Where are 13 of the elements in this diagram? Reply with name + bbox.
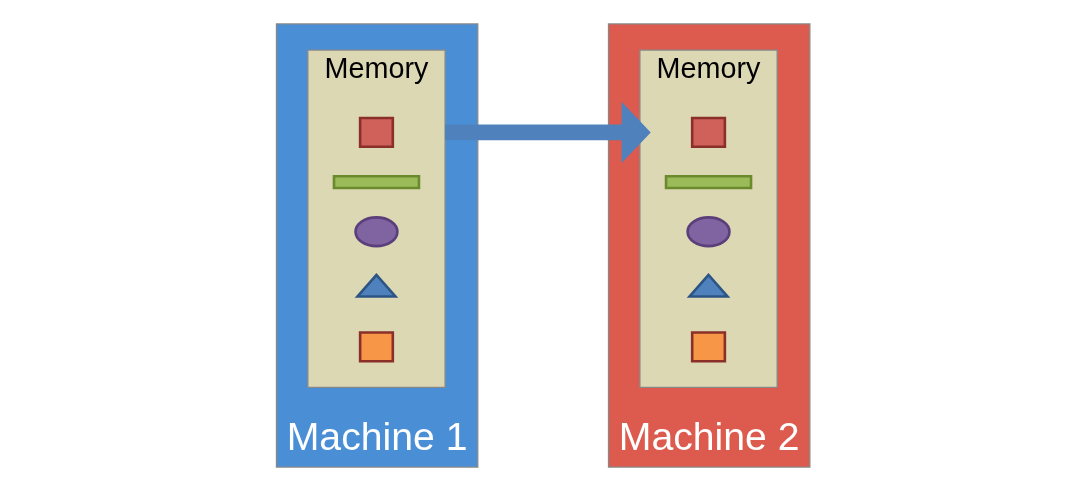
arrow xyxy=(445,101,651,163)
node-ellipse xyxy=(686,216,731,248)
node-ellipse xyxy=(354,216,399,248)
cluster: Memory xyxy=(307,49,446,388)
node-triangle xyxy=(354,272,399,298)
node-bar xyxy=(332,174,421,190)
node-box xyxy=(358,116,395,149)
node-box xyxy=(358,331,395,363)
node-box xyxy=(690,116,727,149)
cluster: Memory xyxy=(639,49,778,388)
node-bar xyxy=(664,174,753,190)
node-box xyxy=(690,331,727,363)
node-triangle xyxy=(686,272,731,298)
